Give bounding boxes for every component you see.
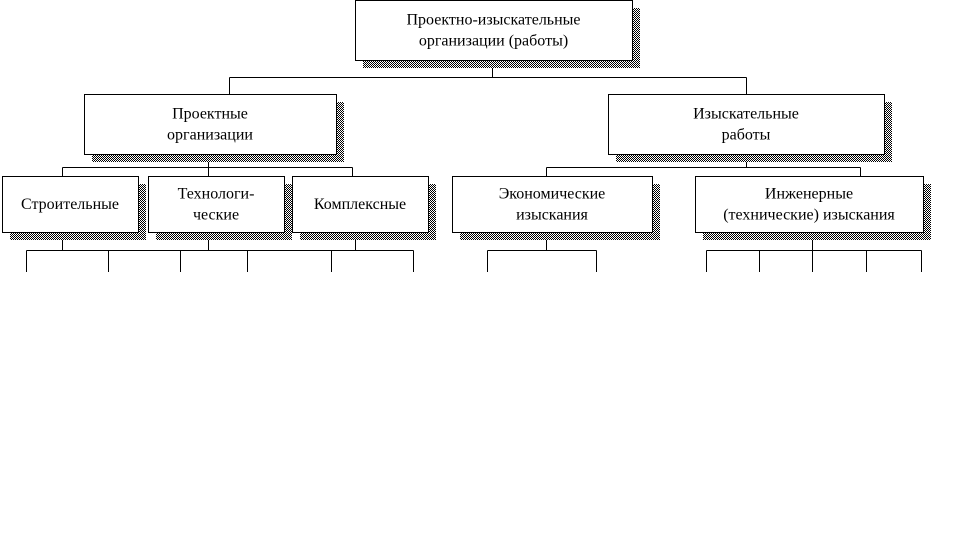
node-label: Технологи- (178, 186, 255, 203)
node-complex: Комплексные (292, 176, 436, 240)
node-survey: Изыскательные работы (608, 94, 892, 162)
box (695, 176, 924, 233)
node-technological: Технологи-ческие (148, 176, 292, 240)
node-label: Комплексные (314, 196, 406, 213)
node-label: изыскания (516, 207, 588, 224)
node-label: Изыскательные (693, 106, 799, 123)
node-engineering: Инженерные (технические) изыскания (695, 176, 931, 240)
box (148, 176, 285, 233)
node-label: организации (работы) (419, 33, 568, 50)
box (84, 94, 337, 155)
box (452, 176, 653, 233)
node-economic: Экономические изыскания (452, 176, 660, 240)
node-label: Инженерные (765, 186, 853, 203)
connectors (26, 60, 922, 272)
node-label: работы (722, 127, 771, 144)
node-design: Проектные организации (84, 94, 344, 162)
node-construction: Строительные (2, 176, 146, 240)
node-label: Проектные (172, 106, 248, 123)
node-label: организации (167, 127, 253, 144)
node-label: Строительные (21, 196, 119, 213)
node-root: Проектно-изыскательные организации (работ… (355, 0, 640, 68)
box (2, 176, 139, 233)
node-label: Экономические (499, 186, 606, 203)
node-label: Проектно-изыскательные (406, 12, 580, 29)
box (355, 0, 633, 61)
node-label: (технические) изыскания (723, 207, 895, 224)
box (608, 94, 885, 155)
node-label: ческие (193, 207, 239, 224)
box (292, 176, 429, 233)
